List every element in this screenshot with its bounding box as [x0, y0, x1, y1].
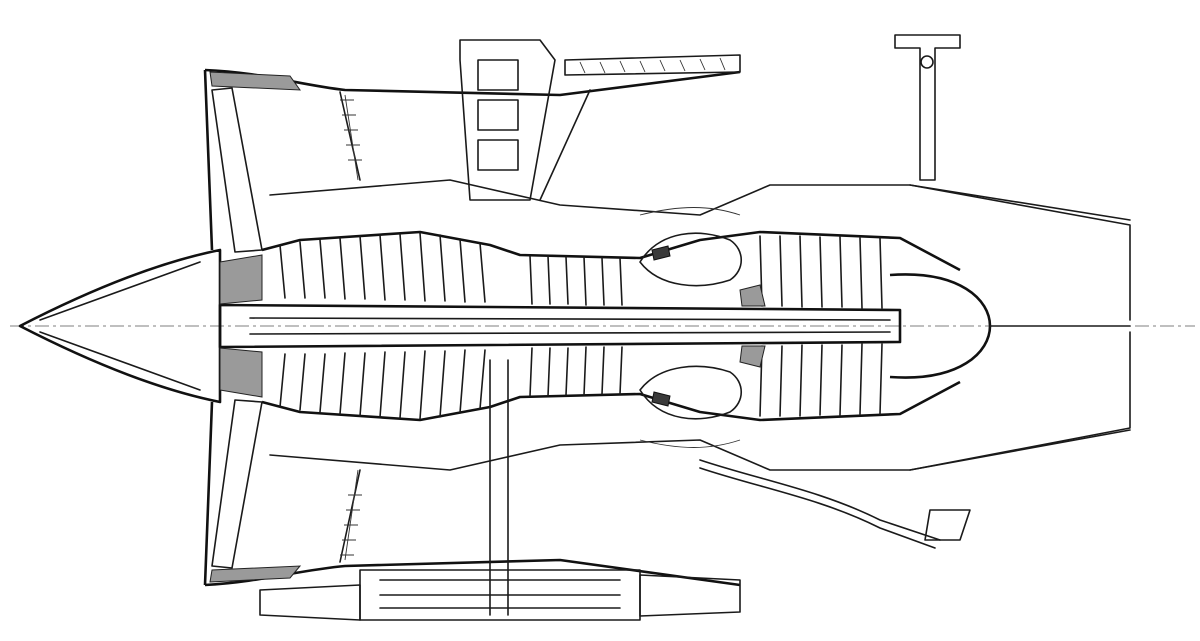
inlet-cowl-upper	[203, 68, 741, 251]
fan-guide-vane-upper	[339, 91, 361, 181]
turbine-disc-upper	[739, 284, 766, 307]
fuel-nozzle-lower	[651, 391, 671, 407]
exhaust-nozzle-upper	[909, 184, 1131, 321]
lower-rear-bracket	[924, 509, 971, 541]
inlet-lip-lower	[209, 565, 302, 583]
mount-strut	[539, 89, 591, 201]
core-casing-lower	[261, 380, 961, 422]
bypass-duct-upper	[269, 179, 1131, 221]
inlet-lip-upper	[209, 71, 302, 91]
lower-rear-piping	[699, 459, 941, 549]
upper-bleed-duct	[639, 207, 741, 216]
fan-hub-lower	[219, 347, 263, 398]
rear-mount	[894, 34, 961, 181]
compressor-blades-lower	[279, 349, 486, 420]
radial-drive-shaft	[489, 359, 509, 616]
main-shaft	[218, 303, 902, 349]
mount-window-2	[477, 99, 519, 131]
fan-blade-upper	[211, 87, 263, 253]
compressor-blades-upper	[279, 232, 486, 303]
fan-guide-vane-lower	[339, 469, 361, 563]
fan-hub-upper	[219, 254, 263, 305]
combustor-lower	[639, 365, 743, 420]
fan-stator-ladder-lower	[340, 469, 362, 561]
hp-compressor-blades-upper	[529, 255, 623, 306]
core-casing-upper	[261, 230, 961, 272]
hp-compressor-blades-lower	[529, 346, 623, 397]
combustor-upper	[639, 232, 743, 287]
bypass-duct-lower	[269, 429, 1131, 471]
accessory-unit-left	[259, 584, 361, 621]
fan-stator-ladder-upper	[340, 94, 362, 181]
rear-mount-bolt	[920, 55, 934, 69]
front-mount-pylon	[459, 39, 556, 201]
turbine-disc-lower	[739, 345, 766, 368]
top-accessory-rail	[564, 54, 741, 76]
lower-bleed-duct	[639, 439, 741, 448]
mount-window-1	[477, 59, 519, 91]
mount-window-3	[477, 139, 519, 171]
turbine-blades-upper	[759, 235, 883, 309]
fan-blade-lower	[211, 399, 263, 569]
accessory-unit-right	[639, 574, 741, 617]
exhaust-nozzle-lower	[909, 331, 1131, 471]
gearbox-detail	[379, 579, 621, 609]
fuel-nozzle-upper	[651, 245, 671, 261]
inner-shaft	[249, 317, 891, 335]
turbine-blades-lower	[759, 343, 883, 417]
rail-hatch	[579, 57, 726, 74]
spinner-inner-line	[39, 261, 201, 391]
inlet-cowl-lower	[203, 401, 741, 587]
